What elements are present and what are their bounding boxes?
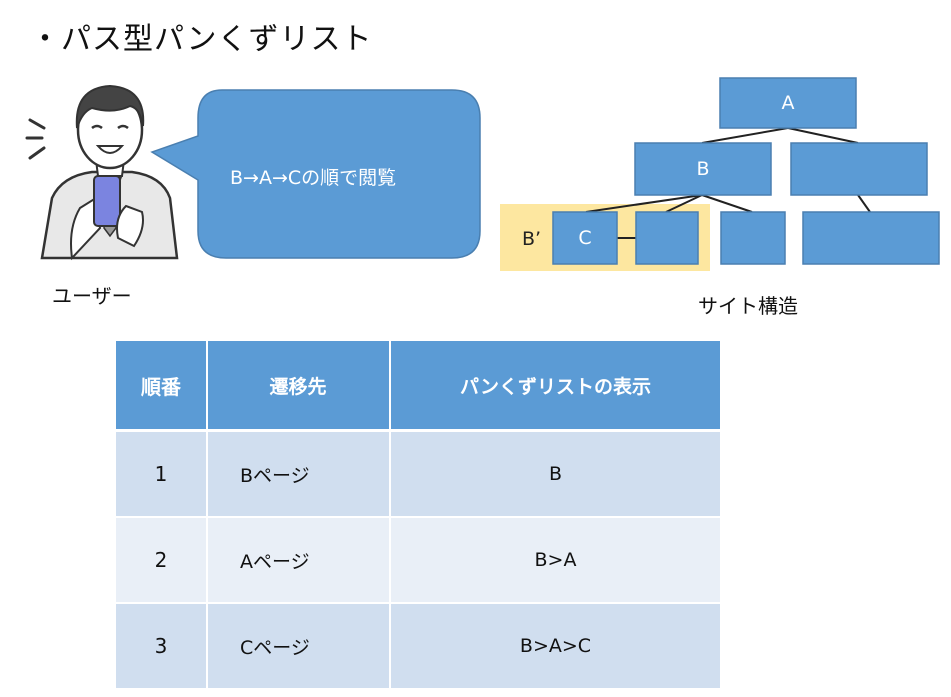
table-row: 1 Bページ B <box>116 430 720 518</box>
row-destination: Bページ <box>207 430 391 518</box>
row-destination: Cページ <box>207 603 391 690</box>
breadcrumb-table: 順番 遷移先 パンくずリストの表示 1 Bページ B 2 Aページ B>A 3 … <box>116 341 720 690</box>
excitement-marks <box>25 118 46 160</box>
user-label: ユーザー <box>52 284 132 308</box>
node-sibling-child <box>802 211 940 265</box>
node-a-label: A <box>781 92 795 114</box>
speech-text: B→A→Cの順で閲覧 <box>230 167 397 189</box>
node-b-sibling <box>790 142 928 196</box>
node-b-child-2 <box>635 211 699 265</box>
node-b-child-3 <box>720 211 786 265</box>
row-display: B>A <box>390 517 720 604</box>
page-title: ・パス型パンくずリスト <box>30 22 373 57</box>
header-order: 順番 <box>116 341 208 432</box>
user-with-phone-illustration <box>25 84 179 261</box>
node-c-label: C <box>578 227 592 249</box>
header-destination: 遷移先 <box>207 341 391 432</box>
phone-icon <box>93 175 121 227</box>
table-row: 2 Aページ B>A <box>116 517 720 604</box>
b-prime-label: B’ <box>522 228 542 250</box>
table-row: 3 Cページ B>A>C <box>116 603 720 690</box>
header-display: パンくずリストの表示 <box>390 341 720 432</box>
row-destination: Aページ <box>207 517 391 604</box>
row-order: 1 <box>116 430 208 518</box>
node-b-label: B <box>696 158 710 180</box>
row-display: B>A>C <box>390 603 720 690</box>
row-order: 2 <box>116 517 208 604</box>
row-order: 3 <box>116 603 208 690</box>
site-structure-label: サイト構造 <box>698 294 798 318</box>
row-display: B <box>390 430 720 518</box>
speech-bubble <box>150 89 481 259</box>
table-header-row: 順番 遷移先 パンくずリストの表示 <box>116 341 720 432</box>
